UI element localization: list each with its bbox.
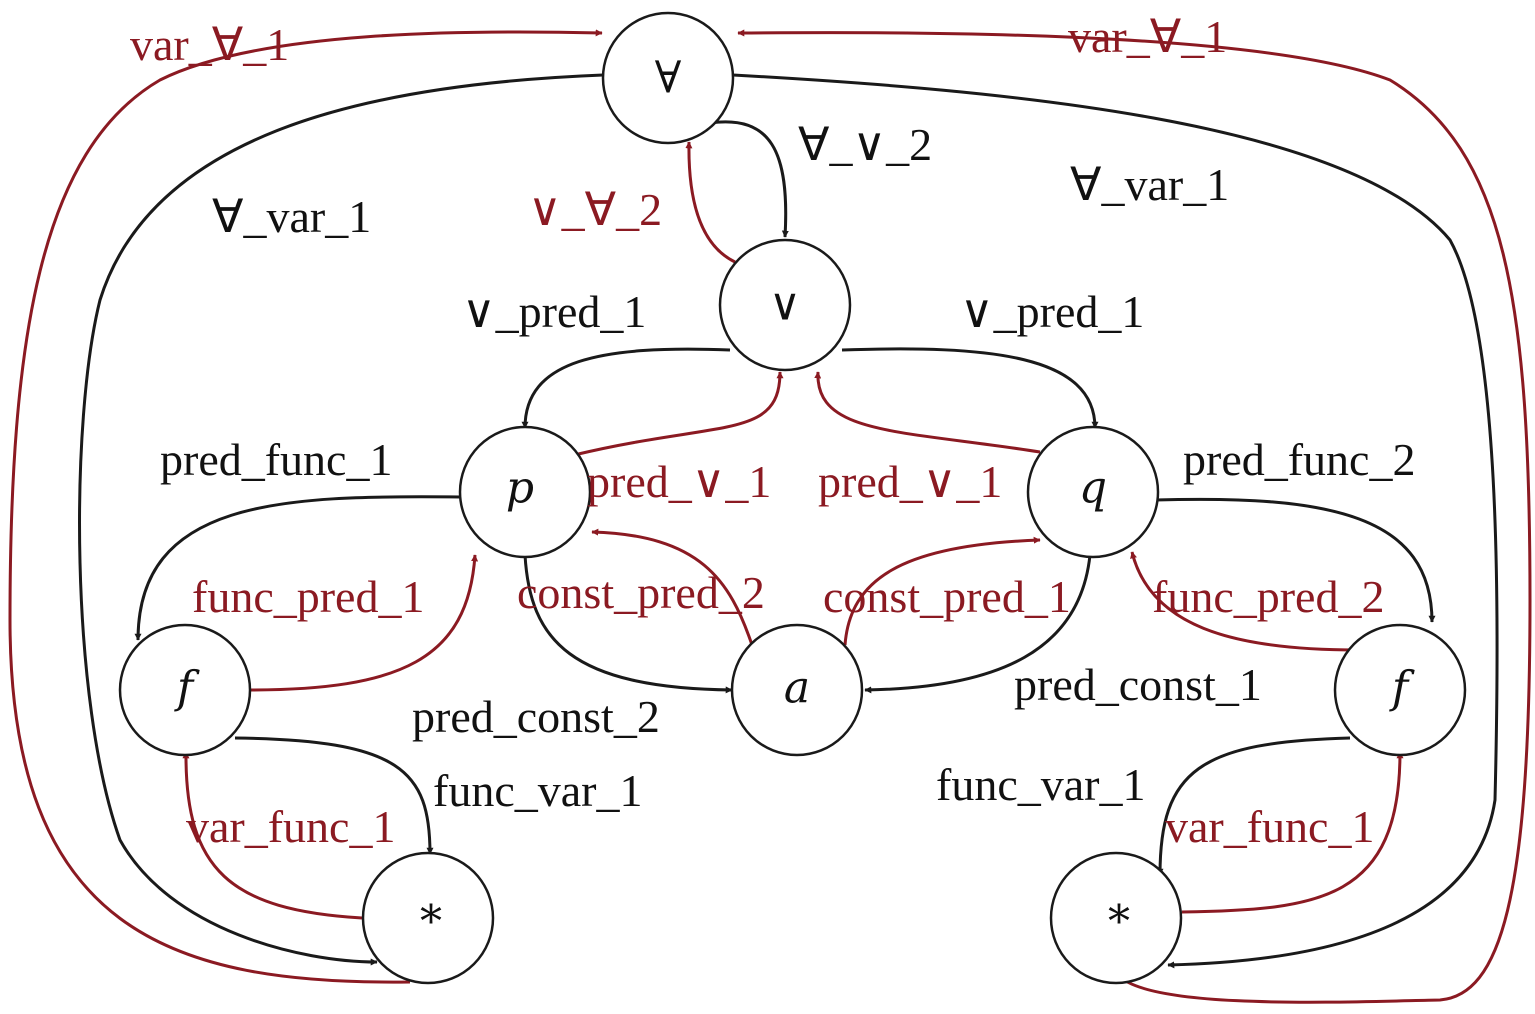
- label-or-pred-left: ∨_pred_1: [462, 286, 646, 337]
- edge-forall-or: [709, 120, 789, 238]
- node-f-left: f: [118, 623, 252, 757]
- label-const-pred-1: const_pred_1: [823, 571, 1071, 622]
- edge-forall-var-left: [78, 73, 604, 966]
- edge-var-forall-left: [8, 29, 603, 984]
- edge-const-pred-2: [591, 528, 754, 646]
- label-forall-or: ∀_∨_2: [798, 119, 932, 170]
- edge-forall-var-right: [732, 73, 1499, 969]
- label-pred-const-2: pred_const_2: [412, 691, 660, 742]
- edge-const-pred-1: [843, 536, 1041, 646]
- label-func-var-left: func_var_1: [433, 765, 642, 816]
- label-or-forall: ∨_∀_2: [528, 184, 662, 235]
- node-or-label: ∨: [769, 280, 801, 331]
- node-q: q: [1026, 425, 1160, 559]
- edge-or-pred-right: [841, 347, 1099, 429]
- node-forall: ∀: [601, 11, 735, 145]
- edges: [8, 29, 1532, 1004]
- label-var-forall-left: var_∀_1: [130, 19, 289, 70]
- label-pred-const-1: pred_const_1: [1014, 659, 1262, 710]
- label-var-func-right: var_func_1: [1165, 801, 1374, 852]
- label-pred-or-left: pred_∨_1: [587, 456, 771, 507]
- edge-pred-func-2: [1154, 497, 1436, 623]
- node-p: p: [458, 425, 592, 559]
- label-func-var-right: func_var_1: [936, 759, 1145, 810]
- node-or: ∨: [718, 238, 852, 372]
- edge-pred-or-right: [814, 371, 1041, 454]
- label-forall-var-right: ∀_var_1: [1070, 159, 1229, 210]
- node-star-left: *: [361, 851, 495, 985]
- label-or-pred-right: ∨_pred_1: [960, 286, 1144, 337]
- label-func-pred-2: func_pred_2: [1152, 571, 1384, 622]
- edge-func-pred-1: [247, 554, 479, 692]
- edge-pred-const-2: [523, 554, 733, 694]
- edge-or-pred-left: [521, 347, 731, 429]
- node-f-right: f: [1333, 623, 1467, 757]
- edge-func-pred-2: [1130, 551, 1358, 652]
- edge-func-var-left: [234, 736, 434, 855]
- edge-pred-func-1: [134, 495, 461, 641]
- node-q-label: q: [1079, 463, 1107, 514]
- label-pred-or-right: pred_∨_1: [818, 456, 1002, 507]
- label-const-pred-2: const_pred_2: [517, 567, 765, 618]
- edge-var-forall-right: [737, 29, 1532, 1004]
- edge-pred-const-1: [864, 554, 1092, 694]
- node-forall-label: ∀: [655, 53, 682, 104]
- edge-pred-or-left: [573, 371, 784, 457]
- label-pred-func-1: pred_func_1: [160, 434, 392, 485]
- node-star-right: *: [1049, 851, 1183, 985]
- label-func-pred-1: func_pred_1: [192, 571, 424, 622]
- label-var-forall-right: var_∀_1: [1068, 11, 1227, 62]
- edge-or-forall: [685, 141, 736, 264]
- node-a-label: a: [784, 663, 810, 714]
- label-var-func-left: var_func_1: [186, 801, 395, 852]
- nodes: ∀ ∨ p q a f f *: [118, 11, 1467, 985]
- label-forall-var-left: ∀_var_1: [212, 191, 371, 242]
- node-a: a: [730, 623, 864, 757]
- node-star-left-label: *: [420, 897, 442, 948]
- label-pred-func-2: pred_func_2: [1183, 434, 1415, 485]
- edge-func-var-right: [1156, 736, 1351, 876]
- edge-labels: var_∀_1 var_∀_1 ∀_∨_2 ∨_∀_2 ∀_var_1 ∀_va…: [130, 11, 1415, 852]
- edge-var-func-right: [1181, 751, 1404, 914]
- node-p-label: p: [506, 463, 534, 514]
- edge-var-func-left: [182, 751, 363, 920]
- node-star-right-label: *: [1108, 897, 1130, 948]
